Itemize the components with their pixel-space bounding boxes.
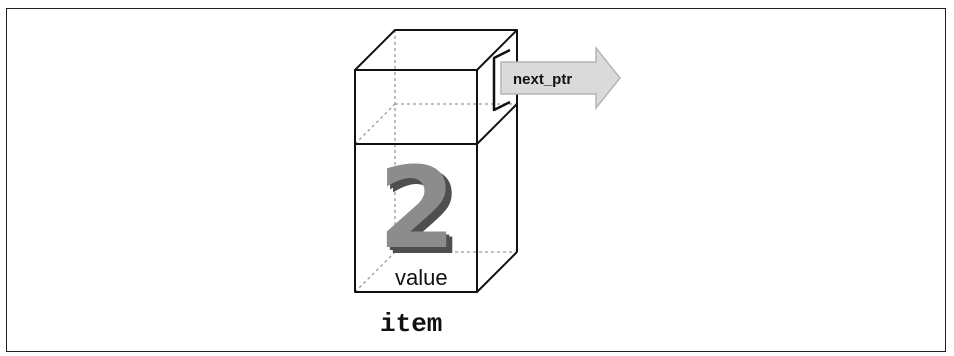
svg-text:2: 2	[384, 149, 462, 279]
svg-text:2: 2	[378, 144, 456, 274]
value-field-label: value	[395, 265, 448, 290]
value-number-2: 2 2 2 2	[378, 144, 462, 280]
hidden-edges	[354, 30, 517, 293]
box-top-face	[354, 29, 518, 71]
struct-name-label: item	[380, 309, 442, 339]
svg-text:2: 2	[384, 150, 462, 280]
next-ptr-label: next_ptr	[513, 71, 572, 88]
svg-text:2: 2	[381, 147, 459, 277]
pointer-slot-bracket	[492, 48, 511, 112]
next-ptr-arrow: next_ptr	[500, 45, 621, 111]
